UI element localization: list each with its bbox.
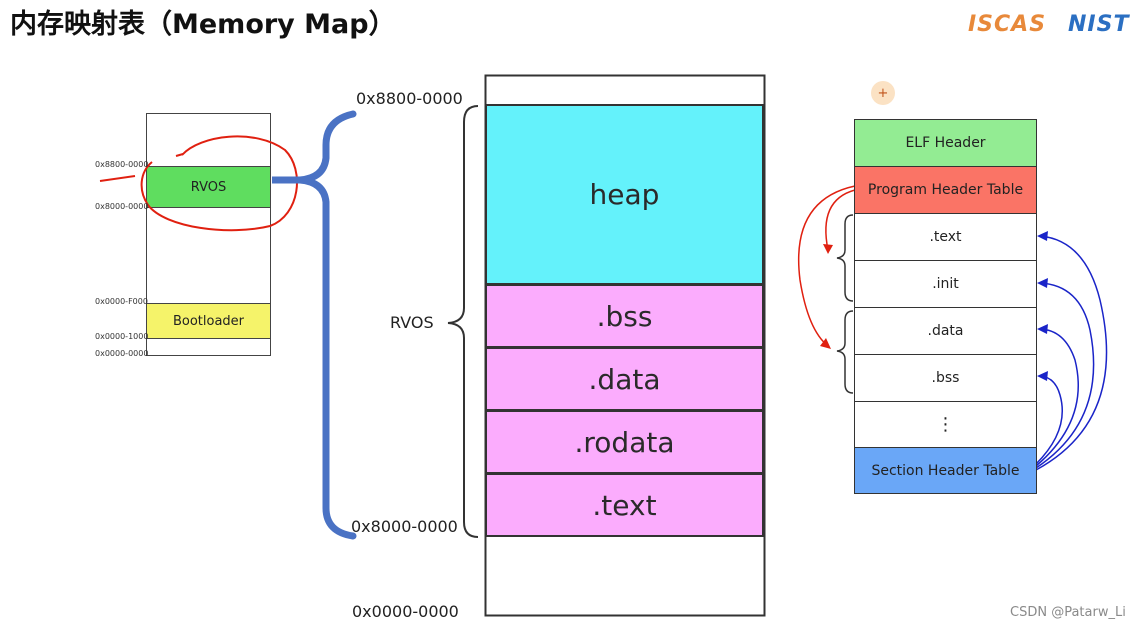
red-arrow-to-segment-1: [825, 189, 856, 251]
segment-rodata: .rodata: [485, 410, 764, 474]
overview-addr-zero: 0x0000-0000: [95, 349, 149, 358]
elf-section-init: .init: [854, 260, 1037, 308]
elf-section-bss: .bss: [854, 354, 1037, 402]
red-arrow-to-segment-2: [798, 185, 856, 347]
overview-addr-boot-bottom: 0x0000-1000: [95, 332, 149, 341]
red-annotation-stroke-1: [99, 175, 136, 182]
overview-bootloader-block: [146, 303, 271, 339]
detail-rvos-label: RVOS: [390, 313, 434, 332]
red-arrowhead-2: [820, 338, 831, 349]
blue-arrow-to-data: [1035, 328, 1079, 467]
plus-marker-circle: [871, 81, 895, 105]
overview-addr-top: 0x8800-0000: [95, 160, 149, 169]
nist-logo: NIST: [1068, 12, 1130, 37]
overview-addr-boot-top: 0x0000-F000: [95, 297, 148, 306]
overview-rvos-label: RVOS: [190, 179, 227, 195]
blue-arrowhead-text: [1037, 231, 1048, 241]
iscas-logo: ISCAS: [968, 12, 1047, 37]
blue-arrowhead-bss: [1037, 371, 1048, 381]
overview-addr-rvos-bottom: 0x8000-0000: [95, 202, 149, 211]
red-arrowhead-1: [823, 244, 833, 254]
overview-bootloader-label: Bootloader: [172, 313, 245, 329]
rvos-brace: [447, 105, 479, 538]
page-title: 内存映射表（Memory Map）: [10, 9, 396, 40]
segment-data: .data: [485, 347, 764, 411]
blue-arrow-to-bss: [1035, 375, 1064, 465]
overview-memory-outline: [146, 113, 271, 356]
red-annotation-stroke-2: [175, 153, 184, 157]
detail-addr-top: 0x8800-0000: [356, 89, 463, 108]
elf-section-data: .data: [854, 307, 1037, 355]
elf-brace-program-2: [836, 310, 854, 394]
plus-marker-icon[interactable]: +: [877, 85, 889, 101]
blue-arrowhead-data: [1037, 324, 1048, 334]
blue-arrow-to-init: [1035, 282, 1095, 469]
elf-ellipsis: ⋮: [854, 401, 1037, 448]
detail-addr-zero: 0x0000-0000: [352, 602, 459, 621]
blue-zoom-brace: [272, 110, 357, 540]
segment-bss: .bss: [485, 284, 764, 348]
segment-heap: heap: [485, 104, 764, 285]
red-annotation-circle: [140, 135, 298, 232]
segment-text: .text: [485, 473, 764, 537]
blue-arrowhead-init: [1037, 278, 1048, 288]
blue-arrow-to-text: [1035, 235, 1108, 471]
section-header-table: Section Header Table: [854, 447, 1037, 494]
csdn-watermark: CSDN @Patarw_Li: [1010, 605, 1126, 620]
elf-brace-program-1: [836, 214, 854, 302]
program-header-table: Program Header Table: [854, 166, 1037, 214]
elf-header: ELF Header: [854, 119, 1037, 167]
detail-addr-rvos-bottom: 0x8000-0000: [351, 517, 458, 536]
overview-rvos-block: [146, 166, 271, 208]
elf-section-text: .text: [854, 213, 1037, 261]
